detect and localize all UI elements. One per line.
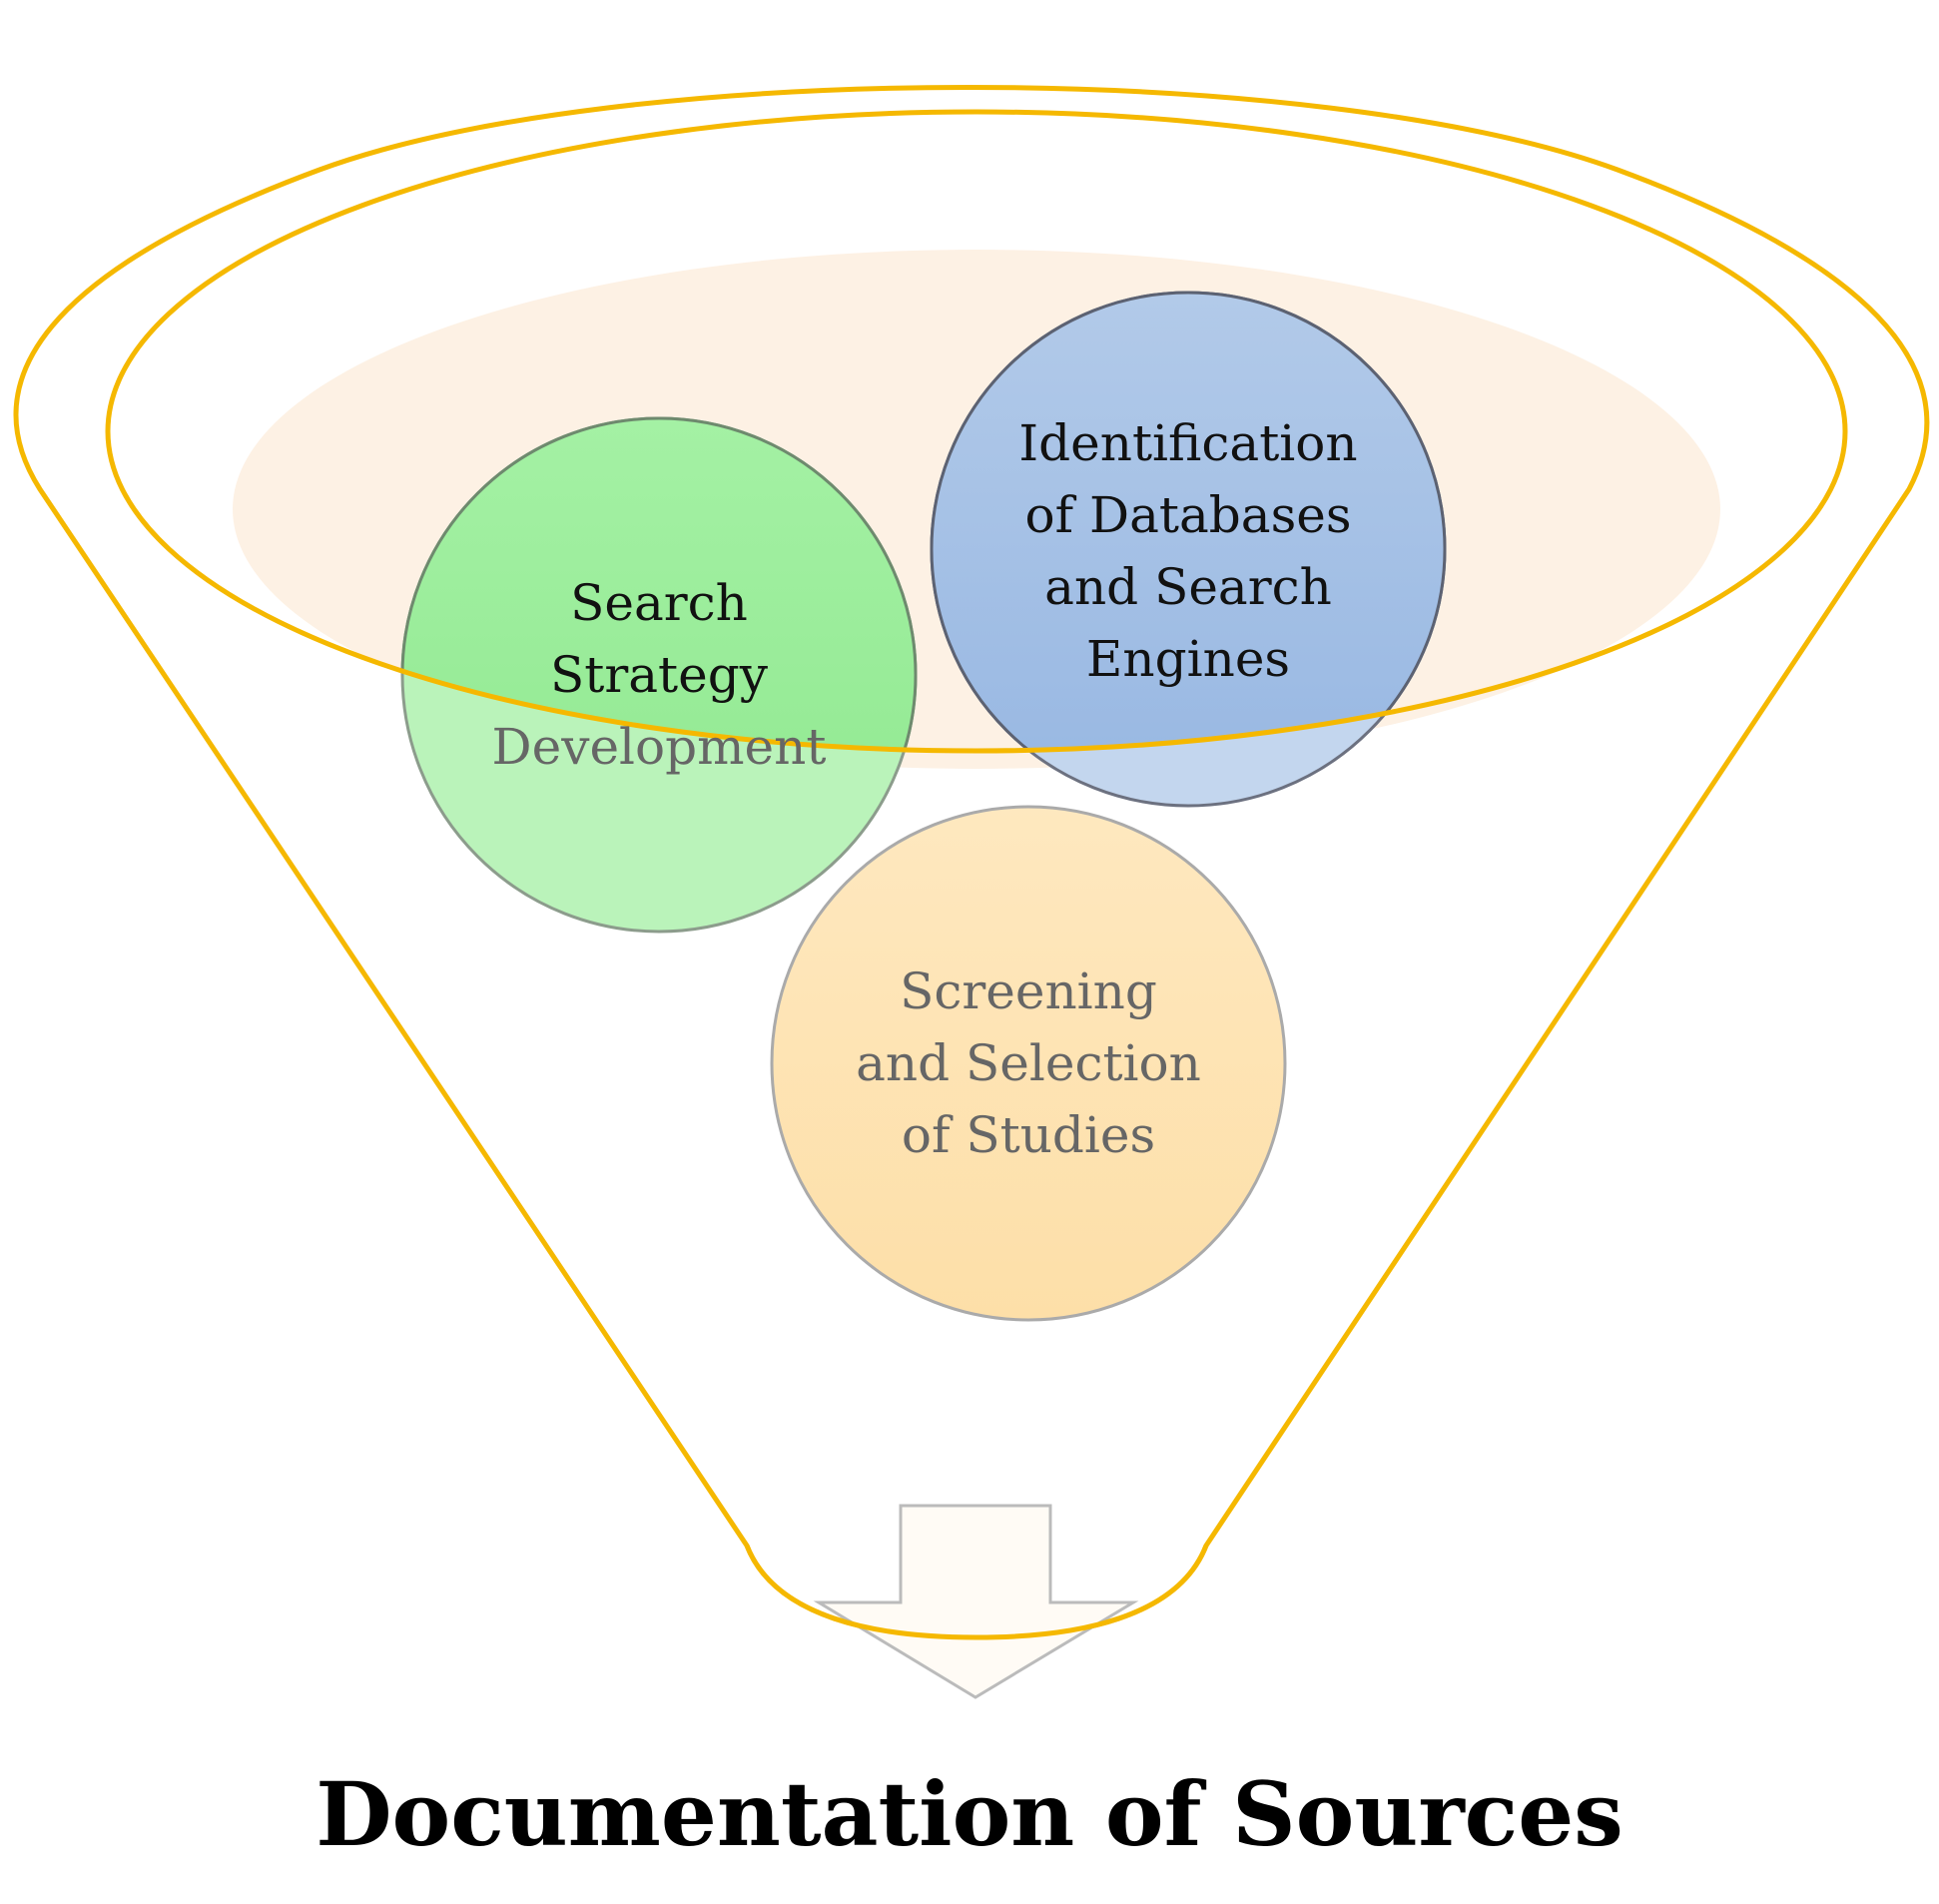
step-line: Engines — [1085, 630, 1291, 688]
down-arrow-shape — [813, 1504, 1139, 1699]
step-line: Screening — [900, 962, 1157, 1020]
step-label-identification: Identification of Databases and Search E… — [929, 407, 1448, 695]
circle-screening — [770, 805, 1287, 1322]
funnel-inner-ring — [105, 109, 1848, 754]
circles-saturated-top — [400, 291, 1447, 751]
step-line: Identification — [1018, 414, 1358, 472]
step-line: of Studies — [901, 1106, 1156, 1164]
funnel-spout-rim — [744, 1545, 1209, 1640]
step-line: and Search — [1044, 558, 1332, 616]
step-line: and Selection — [856, 1034, 1201, 1092]
step-line: Strategy — [550, 646, 768, 704]
step-label-search-strategy: Search Strategy Development — [399, 567, 919, 783]
step-line: Search — [570, 574, 748, 632]
step-label-screening: Screening and Selection of Studies — [769, 955, 1288, 1171]
step-line: Development — [491, 718, 827, 776]
step-line: of Databases — [1024, 486, 1352, 544]
output-label: Documentation of Sources — [316, 1762, 1623, 1866]
